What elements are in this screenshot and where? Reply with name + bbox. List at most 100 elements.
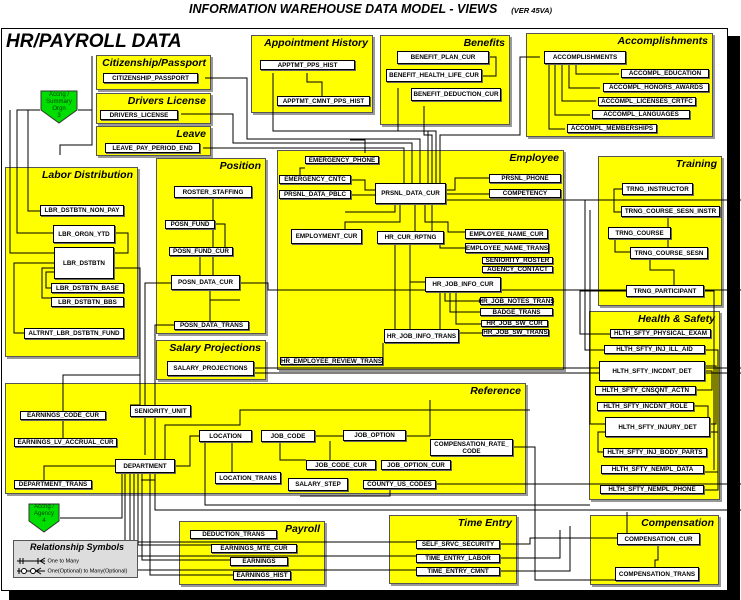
table-emergency-cntc[interactable]: EMERGENCY_CNTC [279, 175, 351, 184]
table-employment-cur[interactable]: EMPLOYMENT_CUR [291, 229, 362, 244]
table-accompl-licenses-crtfc[interactable]: ACCOMPL_LICENSES_CRTFC [598, 97, 696, 106]
table-citizenship-passport[interactable]: CITIZENSHIP_PASSPORT [103, 73, 198, 83]
table-lbr-dstbtn-non-pay[interactable]: LBR_DSTBTN_NON_PAY [40, 205, 124, 216]
table-location[interactable]: LOCATION [199, 430, 252, 442]
table-hlth-sfty-incdnt-det[interactable]: HLTH_SFTY_INCDNT_DET [599, 361, 705, 381]
table-job-code[interactable]: JOB_CODE [261, 430, 315, 442]
table-accompl-languages[interactable]: ACCOMPL_LANGUAGES [592, 110, 690, 119]
group-title: Appointment History [264, 37, 368, 49]
legend-one-to-many: One to Many [16, 557, 79, 565]
table-earnings-mte-cur[interactable]: EARNINGS_MTE_CUR [211, 544, 297, 553]
table-competency[interactable]: COMPETENCY [489, 189, 561, 198]
table-hr-job-sw-cur[interactable]: HR_JOB_SW_CUR [481, 320, 548, 327]
table-self-srvc-security[interactable]: SELF_SRVC_SECURITY [416, 540, 500, 549]
table-agency-contact[interactable]: AGENCY_CONTACT [482, 266, 553, 273]
table-hr-job-sw-trans[interactable]: HR_JOB_SW_TRANS [482, 329, 549, 336]
table-hlth-sfty-inj-body-parts[interactable]: HLTH_SFTY_INJ_BODY_PARTS [603, 448, 707, 457]
table-accompl-memberships[interactable]: ACCOMPL_MEMBERSHIPS [567, 124, 657, 133]
external-accng-summary-orgn[interactable]: Accng / Summary Orgn 3 [40, 90, 78, 124]
table-job-option[interactable]: JOB_OPTION [343, 430, 406, 441]
table-deduction-trans[interactable]: DEDUCTION_TRANS [190, 530, 277, 539]
table-posn-fund[interactable]: POSN_FUND [165, 220, 215, 229]
table-hlth-sfty-nempl-data[interactable]: HLTH_SFTY_NEMPL_DATA [601, 465, 704, 474]
section-title: HR/PAYROLL DATA [6, 31, 182, 52]
table-hr-employee-review-trans[interactable]: HR_EMPLOYEE_REVIEW_TRANS [280, 357, 383, 365]
group-title: Compensation [641, 517, 714, 529]
table-prsnl-phone[interactable]: PRSNL_PHONE [489, 174, 561, 183]
table-lbr-dstbtn-base[interactable]: LBR_DSTBTN_BASE [51, 283, 124, 293]
table-trng-course[interactable]: TRNG_COURSE [608, 227, 671, 239]
table-department-trans[interactable]: DEPARTMENT_TRANS [14, 480, 92, 489]
table-job-option-cur[interactable]: JOB_OPTION_CUR [381, 460, 451, 470]
table-hlth-sfty-inj-ill-aid[interactable]: HLTH_SFTY_INJ_ILL_AID [604, 345, 705, 354]
table-posn-data-trans[interactable]: POSN_DATA_TRANS [174, 321, 249, 330]
table-hr-job-notes-trans[interactable]: HR_JOB_NOTES_TRANS [478, 297, 555, 305]
group-title: Position [219, 160, 261, 172]
table-trng-instructor[interactable]: TRNG_INSTRUCTOR [622, 183, 693, 195]
table-hlth-sfty-injury-det[interactable]: HLTH_SFTY_INJURY_DET [605, 417, 710, 437]
table-hlth-sfty-cnsqnt-actn[interactable]: HLTH_SFTY_CNSQNT_ACTN [595, 386, 696, 395]
table-hlth-sfty-physical-exam[interactable]: HLTH_SFTY_PHYSICAL_EXAM [610, 329, 711, 338]
table-compensation-trans[interactable]: COMPENSATION_TRANS [615, 567, 699, 581]
table-lbr-orgn-ytd[interactable]: LBR_ORGN_YTD [53, 225, 115, 243]
table-employee-name-trans[interactable]: EMPLOYEE_NAME_TRANS [465, 243, 549, 253]
table-accompl-honors-awards[interactable]: ACCOMPL_HONORS_AWARDS [603, 83, 709, 92]
table-time-entry-cmnt[interactable]: TIME_ENTRY_CMNT [416, 567, 500, 576]
table-hr-job-info-cur[interactable]: HR_JOB_INFO_CUR [425, 277, 501, 292]
table-drivers-license[interactable]: DRIVERS_LICENSE [100, 110, 178, 120]
table-trng-course-sesn[interactable]: TRNG_COURSE_SESN [630, 247, 708, 259]
table-prsnl-data-cur[interactable]: PRSNL_DATA_CUR [375, 183, 446, 204]
table-seniority-roster[interactable]: SENIORITY_ROSTER [482, 257, 553, 264]
table-lbr-dstbtn-bbs[interactable]: LBR_DSTBTN_BBS [51, 297, 124, 307]
table-location-trans[interactable]: LOCATION_TRANS [215, 472, 281, 484]
version-label: (VER 45VA) [511, 6, 553, 15]
table-accompl-education[interactable]: ACCOMPL_EDUCATION [621, 69, 709, 78]
table-earnings[interactable]: EARNINGS [230, 557, 288, 566]
optional-symbol-icon [17, 567, 45, 575]
external-accng-agency[interactable]: Accng / Agency 4 [28, 503, 60, 533]
table-salary-projections[interactable]: SALARY_PROJECTIONS [167, 361, 254, 376]
group-title: Benefits [463, 37, 505, 49]
group-title: Drivers License [127, 95, 206, 107]
table-hlth-sfty-nempl-phone[interactable]: HLTH_SFTY_NEMPL_PHONE [600, 485, 704, 494]
table-compensation-cur[interactable]: COMPENSATION_CUR [617, 533, 700, 545]
table-lbr-dstbtn[interactable]: LBR_DSTBTN [54, 247, 114, 279]
table-posn-fund-cur[interactable]: POSN_FUND_CUR [169, 247, 233, 256]
table-apptmt-cmnt-pps-hist[interactable]: APPTMT_CMNT_PPS_HIST [277, 96, 370, 106]
table-roster-staffing[interactable]: ROSTER_STAFFING [174, 186, 252, 198]
group-title: Leave [176, 128, 206, 140]
table-badge-trans[interactable]: BADGE_TRANS [480, 308, 553, 316]
table-trng-participant[interactable]: TRNG_PARTICIPANT [626, 285, 704, 297]
legend-title: Relationship Symbols [30, 542, 125, 552]
table-accomplishments[interactable]: ACCOMPLISHMENTS [544, 51, 626, 64]
table-posn-data-cur[interactable]: POSN_DATA_CUR [171, 275, 240, 290]
table-earnings-lv-accrual-cur[interactable]: EARNINGS_LV_ACCRUAL_CUR [14, 438, 117, 447]
table-hr-job-info-trans[interactable]: HR_JOB_INFO_TRANS [384, 329, 459, 343]
table-employee-name-cur[interactable]: EMPLOYEE_NAME_CUR [465, 229, 548, 239]
table-emergency-phone[interactable]: EMERGENCY_PHONE [305, 156, 379, 164]
table-seniority-unit[interactable]: SENIORITY_UNIT [130, 405, 191, 417]
table-earnings-hist[interactable]: EARNINGS_HIST [233, 571, 291, 580]
table-county-us-codes[interactable]: COUNTY_US_CODES [363, 480, 436, 489]
table-job-code-cur[interactable]: JOB_CODE_CUR [306, 460, 376, 470]
table-benefit-deduction-cur[interactable]: BENEFIT_DEDUCTION_CUR [411, 88, 501, 101]
table-apptmt-pps-hist[interactable]: APPTMT_PPS_HIST [260, 60, 355, 70]
table-benefit-plan-cur[interactable]: BENEFIT_PLAN_CUR [397, 51, 489, 64]
table-altrnt-lbr-dstbtn-fund[interactable]: ALTRNT_LBR_DSTBTN_FUND [24, 328, 124, 339]
table-hr-cur-rptng[interactable]: HR_CUR_RPTNG [377, 231, 444, 244]
table-time-entry-labor[interactable]: TIME_ENTRY_LABOR [416, 554, 500, 563]
table-prsnl-data-pblc[interactable]: PRSNL_DATA_PBLC [279, 190, 351, 199]
frame-shadow-bottom [9, 590, 740, 600]
diagram-title: INFORMATION WAREHOUSE DATA MODEL - VIEWS… [0, 2, 741, 16]
table-hlth-sfty-incdnt-role[interactable]: HLTH_SFTY_INCDNT_ROLE [597, 402, 694, 411]
group-title: Accomplishments [617, 35, 708, 47]
table-benefit-health-life-cur[interactable]: BENEFIT_HEALTH_LIFE_CUR [386, 69, 482, 82]
table-salary-step[interactable]: SALARY_STEP [288, 478, 348, 491]
group-title: Training [675, 158, 717, 170]
table-leave-pay-period-end[interactable]: LEAVE_PAY_PERIOD_END [105, 143, 200, 153]
table-compensation-rate-code[interactable]: COMPENSATION_RATE_ CODE [430, 439, 513, 456]
table-earnings-code-cur[interactable]: EARNINGS_CODE_CUR [20, 411, 106, 420]
table-department[interactable]: DEPARTMENT [115, 459, 175, 473]
table-trng-course-sesn-instr[interactable]: TRNG_COURSE_SESN_INSTR [621, 206, 720, 217]
pentagon-shape-icon [28, 503, 60, 533]
